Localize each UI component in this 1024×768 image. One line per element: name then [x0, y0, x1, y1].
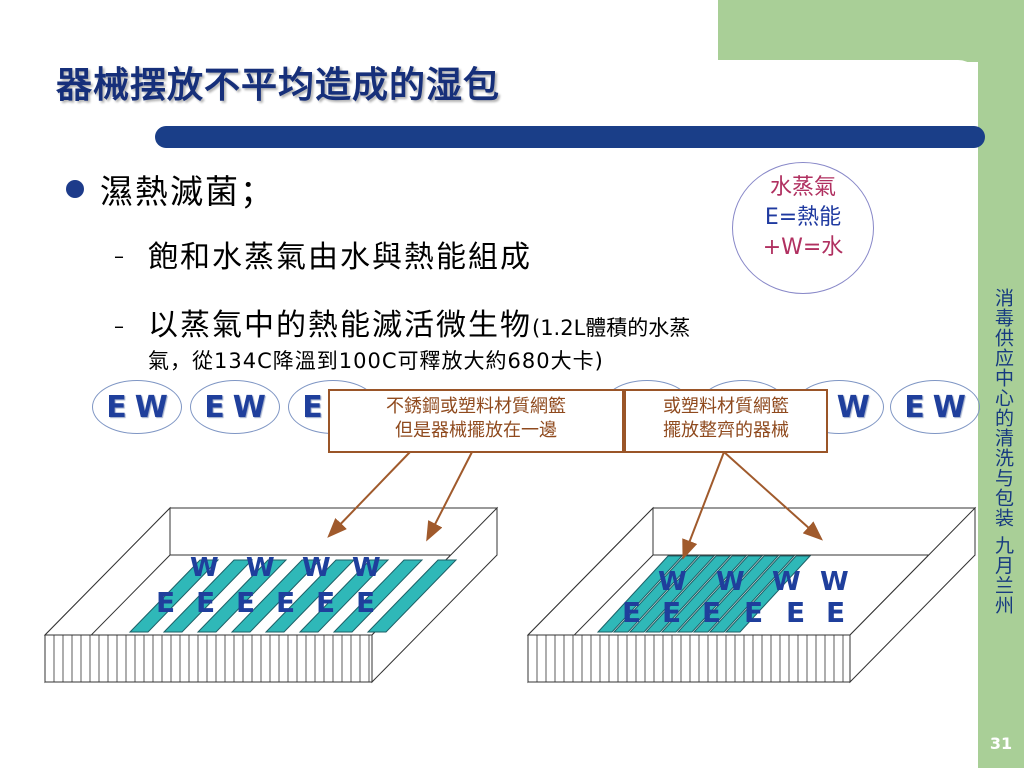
- arrow-left-inner: [426, 451, 473, 542]
- tray-w-label: W: [302, 553, 331, 583]
- dash-icon: –: [114, 314, 124, 338]
- instrument-slat: [708, 555, 796, 633]
- tray-e-label: E: [316, 586, 335, 619]
- legend-e-heat: E=熱能: [764, 205, 842, 230]
- right-tray: W W W W E E E E E E: [526, 506, 977, 684]
- ew-e: E: [302, 389, 323, 425]
- instrument-slat: [128, 559, 220, 633]
- right-sidebar: [978, 0, 1024, 768]
- ew-w: W: [836, 389, 870, 425]
- legend-steam: 水蒸氣: [769, 175, 836, 200]
- instrument-slat: [264, 559, 356, 633]
- instrument-slat: [332, 559, 424, 633]
- tray-e-label: E: [744, 596, 763, 629]
- instrument-slat: [596, 555, 684, 633]
- ew-w: W: [932, 389, 966, 425]
- sub-bullet-2-paren: (1.2L體積的水蒸: [532, 316, 691, 340]
- arrow-right-outer: [723, 451, 823, 541]
- left-tray-letters: W W W W E E E E E E: [156, 553, 381, 619]
- sub-bullet-2-main: 以蒸氣中的熱能滅活微生物: [148, 308, 532, 343]
- instrument-slat: [628, 555, 716, 633]
- instrument-slat: [298, 559, 390, 633]
- instrument-slat: [230, 559, 322, 633]
- legend-circle: 水蒸氣 E=熱能 +W=水: [732, 162, 874, 294]
- bullet-main-text: 濕熱滅菌；: [100, 172, 275, 211]
- tray-w-label: W: [820, 567, 849, 597]
- tray-e-label: E: [196, 586, 215, 619]
- instrument-slat: [692, 555, 780, 633]
- ew-w: W: [134, 389, 168, 425]
- instrument-slat: [724, 555, 812, 633]
- dash-icon: –: [114, 244, 124, 268]
- tray-e-label: E: [236, 586, 255, 619]
- tray-w-label: W: [246, 553, 275, 583]
- ew-w: W: [232, 389, 266, 425]
- tray-w-label: W: [716, 567, 745, 597]
- instrument-slat: [676, 555, 764, 633]
- instrument-slat: [196, 559, 288, 633]
- ew-e: E: [204, 389, 225, 425]
- sub-bullet-1: 飽和水蒸氣由水與熱能組成: [148, 240, 532, 275]
- bullet-dot-icon: [66, 180, 84, 198]
- tray-e-label: E: [622, 596, 641, 629]
- instrument-slat: [162, 559, 254, 633]
- page-number: 31: [989, 734, 1013, 753]
- tray-e-label: E: [156, 586, 175, 619]
- tray-e-label: E: [662, 596, 681, 629]
- title-underline-bar: [155, 126, 985, 148]
- callout-right-line1: 或塑料材質網籃: [663, 396, 789, 417]
- tray-e-label: E: [826, 596, 845, 629]
- tray-w-label: W: [190, 553, 219, 583]
- instrument-slat: [644, 555, 732, 633]
- callout-even-basket: 或塑料材質網籃 擺放整齊的器械: [624, 389, 828, 453]
- instrument-slat: [612, 555, 700, 633]
- arrow-right-inner: [682, 451, 725, 560]
- instrument-slat: [366, 559, 458, 633]
- tray-w-label: W: [352, 553, 381, 583]
- callout-left-line1: 不銹鋼或塑料材質網籃: [386, 396, 566, 417]
- tray-w-label: W: [772, 567, 801, 597]
- tray-w-label: W: [658, 567, 687, 597]
- arrow-left-outer: [327, 451, 411, 538]
- right-tray-letters: W W W W E E E E E E: [622, 567, 849, 629]
- tray-e-label: E: [356, 586, 375, 619]
- ew-e: E: [106, 389, 127, 425]
- callout-left-line2: 但是器械擺放在一邊: [395, 420, 557, 441]
- sub-bullet-2: 以蒸氣中的熱能滅活微生物(1.2L體積的水蒸: [148, 300, 690, 344]
- tray-e-label: E: [702, 596, 721, 629]
- left-tray: W W W W E E E E E E: [43, 506, 499, 684]
- tray-e-label: E: [786, 596, 805, 629]
- instrument-slat: [660, 555, 748, 633]
- sub-bullet-2-continuation: 氣，從134C降溫到100C可釋放大約680大卡): [148, 349, 604, 373]
- corner-green-block: [718, 0, 1024, 62]
- ew-e: E: [904, 389, 925, 425]
- corner-white-notch: [718, 60, 980, 130]
- callout-right-line2: 擺放整齊的器械: [663, 420, 789, 441]
- tray-e-label: E: [276, 586, 295, 619]
- legend-w-water: +W=水: [762, 235, 844, 260]
- slide-title: 器械摆放不平均造成的湿包: [56, 65, 501, 106]
- sidebar-caption: 消毒供应中心的清洗与包装 九月兰州: [992, 288, 1014, 616]
- callout-uneven-basket: 不銹鋼或塑料材質網籃 但是器械擺放在一邊: [328, 389, 624, 453]
